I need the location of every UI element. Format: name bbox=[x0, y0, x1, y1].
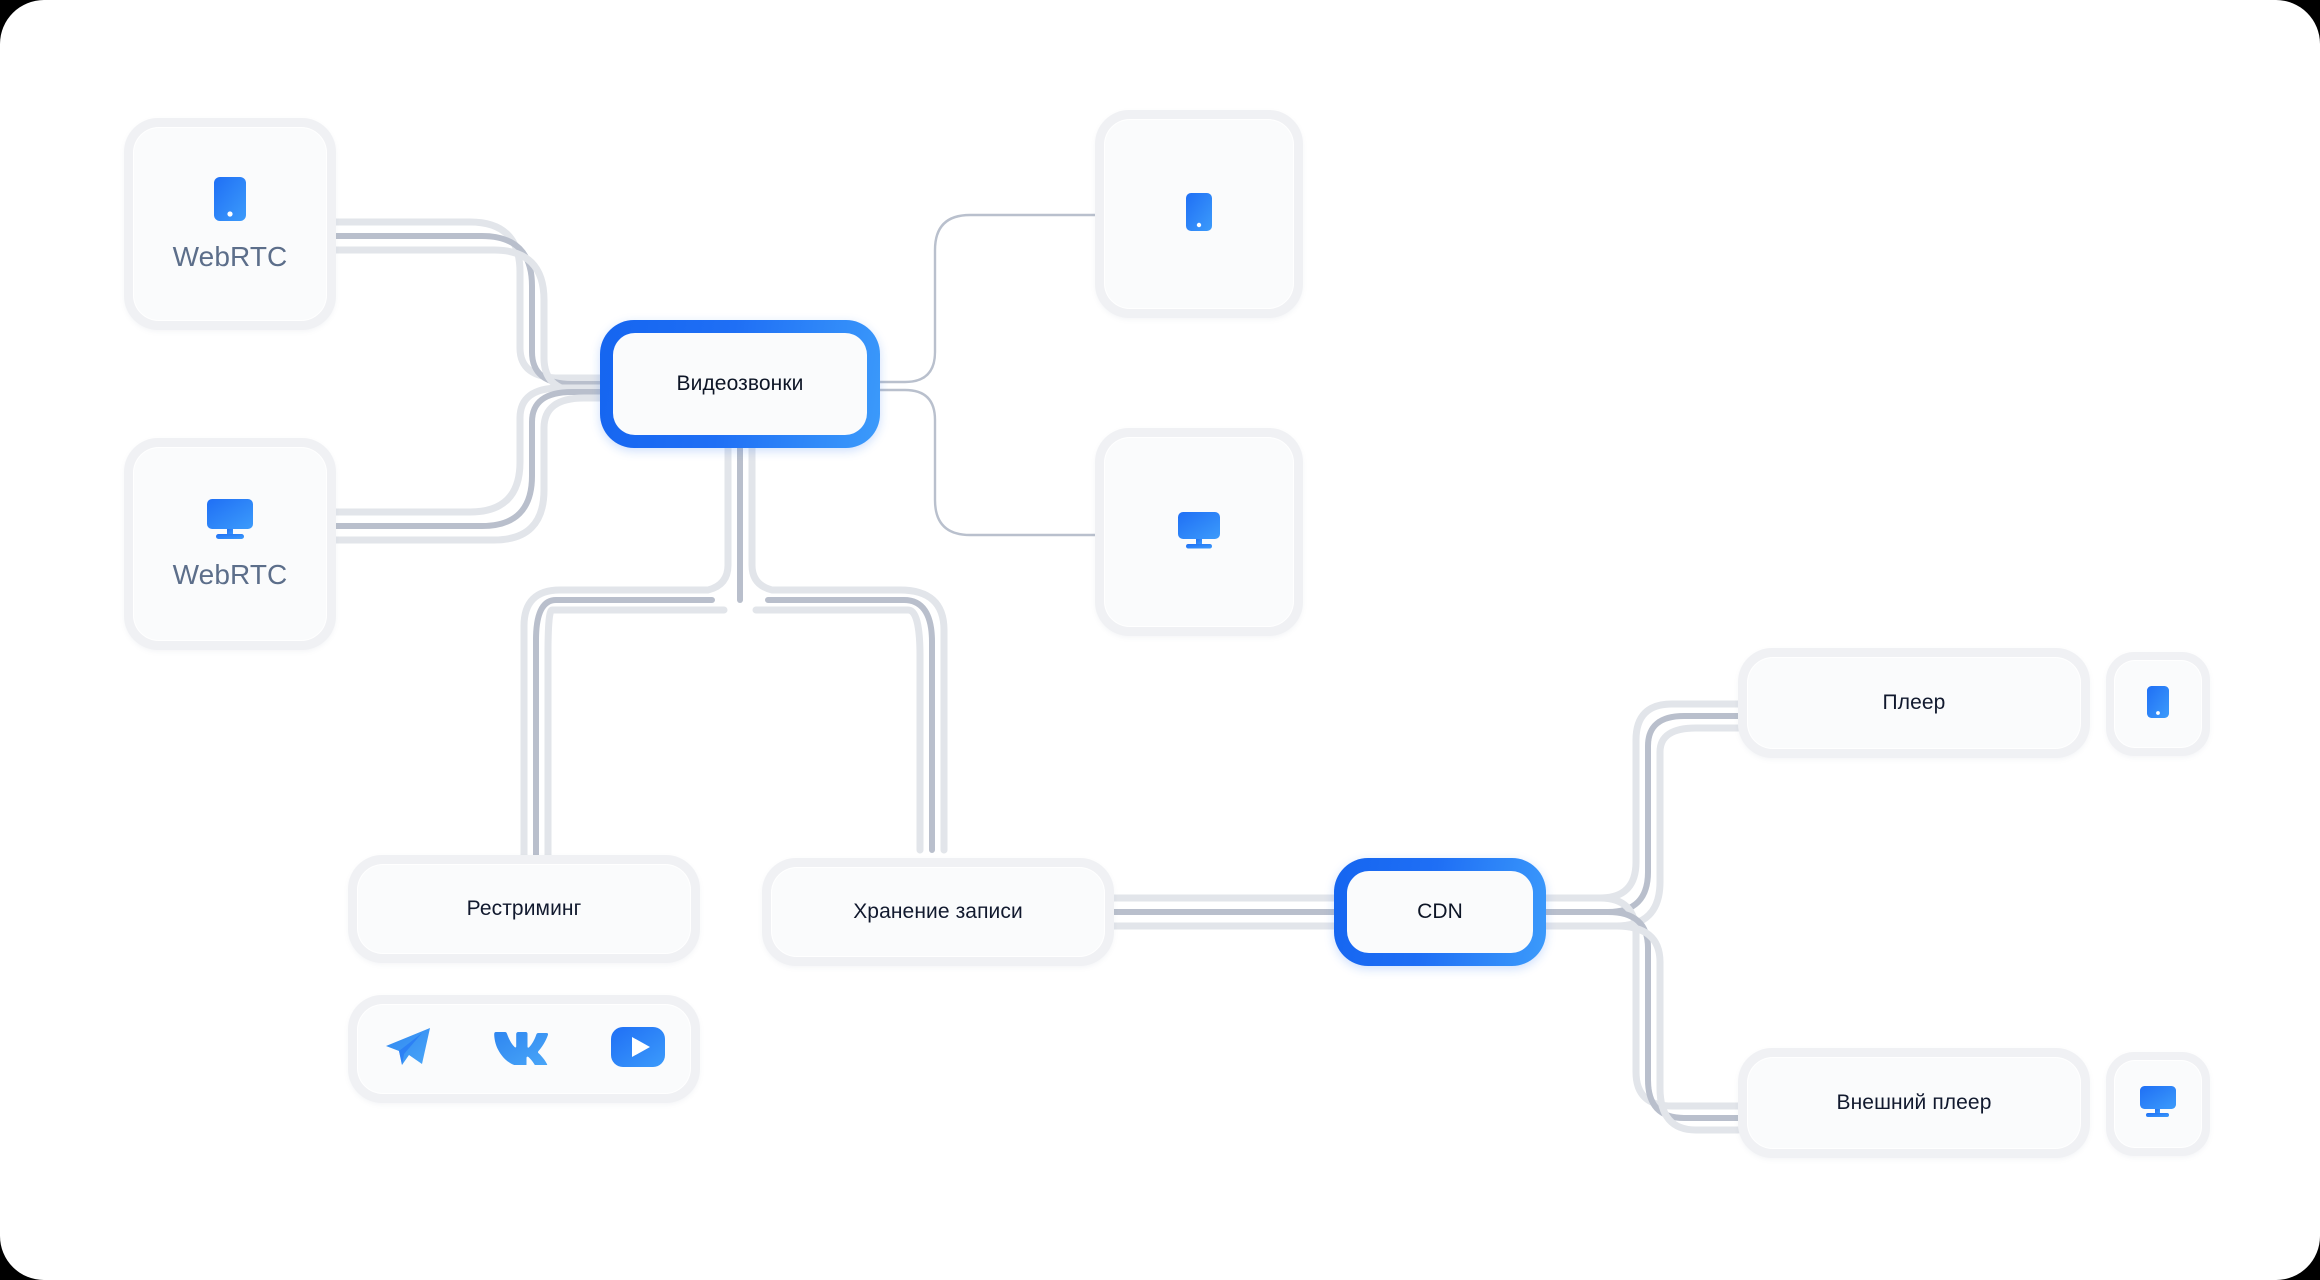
node-cdn[interactable]: CDN bbox=[1334, 858, 1546, 966]
node-external-player-label: Внешний плеер bbox=[1836, 1091, 1992, 1114]
youtube-icon[interactable] bbox=[610, 1026, 666, 1073]
phone-icon bbox=[2146, 685, 2170, 724]
monitor-icon bbox=[1177, 511, 1221, 554]
node-player-badge[interactable] bbox=[2106, 652, 2210, 756]
node-videocalls-inner: Видеозвонки bbox=[613, 333, 867, 435]
phone-icon bbox=[213, 176, 247, 227]
node-external-player-inner: Внешний плеер bbox=[1747, 1057, 2081, 1149]
node-external-player-badge-inner bbox=[2114, 1060, 2202, 1148]
vk-icon[interactable] bbox=[494, 1029, 549, 1070]
telegram-icon[interactable] bbox=[382, 1025, 432, 1074]
node-player-label: Плеер bbox=[1882, 691, 1946, 714]
node-external-player[interactable]: Внешний плеер bbox=[1738, 1048, 2090, 1158]
monitor-icon bbox=[2139, 1085, 2177, 1123]
node-viewer-mobile[interactable] bbox=[1095, 110, 1303, 318]
node-restreaming-inner: Рестриминг bbox=[357, 864, 691, 954]
node-player[interactable]: Плеер bbox=[1738, 648, 2090, 758]
node-viewer-desktop-inner bbox=[1104, 437, 1294, 627]
node-cdn-label: CDN bbox=[1417, 900, 1463, 923]
phone-icon bbox=[1185, 192, 1213, 237]
node-videocalls[interactable]: Видеозвонки bbox=[600, 320, 880, 448]
node-external-player-badge[interactable] bbox=[2106, 1052, 2210, 1156]
node-webrtc-desktop-inner: WebRTC bbox=[133, 447, 327, 641]
node-videocalls-label: Видеозвонки bbox=[676, 372, 804, 395]
node-webrtc-desktop[interactable]: WebRTC bbox=[124, 438, 336, 650]
node-storage-inner: Хранение записи bbox=[771, 867, 1105, 957]
node-viewer-mobile-inner bbox=[1104, 119, 1294, 309]
node-storage-label: Хранение записи bbox=[853, 900, 1023, 923]
node-webrtc-mobile[interactable]: WebRTC bbox=[124, 118, 336, 330]
node-webrtc-mobile-label: WebRTC bbox=[172, 240, 288, 272]
node-player-inner: Плеер bbox=[1747, 657, 2081, 749]
monitor-icon bbox=[206, 498, 254, 545]
node-restreaming[interactable]: Рестриминг bbox=[348, 855, 700, 963]
node-restreaming-label: Рестриминг bbox=[466, 897, 582, 920]
node-storage[interactable]: Хранение записи bbox=[762, 858, 1114, 966]
social-platforms-inner bbox=[357, 1004, 691, 1094]
node-viewer-desktop[interactable] bbox=[1095, 428, 1303, 636]
node-player-badge-inner bbox=[2114, 660, 2202, 748]
node-webrtc-mobile-inner: WebRTC bbox=[133, 127, 327, 321]
social-platforms-group[interactable] bbox=[348, 995, 700, 1103]
node-webrtc-desktop-label: WebRTC bbox=[172, 558, 288, 590]
node-cdn-inner: CDN bbox=[1347, 871, 1533, 953]
